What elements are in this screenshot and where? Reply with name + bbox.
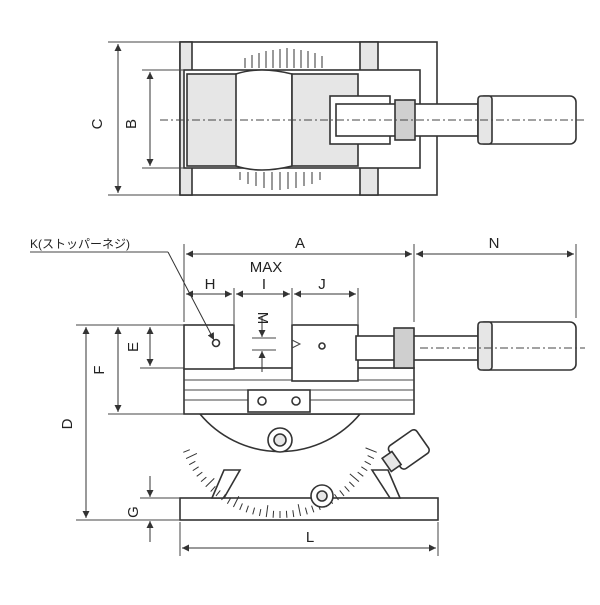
front-fixed-jaw xyxy=(184,325,234,369)
dim-e-label: E xyxy=(125,342,142,352)
swivel-scale-tick xyxy=(186,453,197,458)
front-stopper-screw xyxy=(213,340,220,347)
swivel-scale-tick xyxy=(345,486,350,491)
front-base-foot xyxy=(180,498,438,520)
dim-h-label: H xyxy=(205,276,216,293)
front-moving-jaw-hole xyxy=(319,343,325,349)
swivel-scale-tick xyxy=(366,448,377,452)
front-tilt-lever xyxy=(379,428,431,476)
swivel-scale-tick xyxy=(350,474,359,482)
dim-g-label: G xyxy=(125,506,142,518)
dim-f-label: F xyxy=(91,365,108,374)
dim-max-label: MAX xyxy=(250,259,283,276)
swivel-scale-tick xyxy=(197,472,203,476)
top-view: C B xyxy=(89,42,585,195)
dim-a-label: A xyxy=(295,235,305,252)
swivel-scale-tick xyxy=(201,477,206,482)
front-lower-bolt-head xyxy=(317,491,327,501)
dim-l-label: L xyxy=(306,529,314,546)
swivel-scale-tick xyxy=(340,490,344,496)
dim-j-label: J xyxy=(318,276,326,293)
front-collar xyxy=(394,328,414,368)
stopper-screw-label: K(ストッパーネジ) xyxy=(30,237,130,251)
swivel-scale-tick xyxy=(206,478,215,486)
dim-c-label: C xyxy=(89,118,106,129)
swivel-scale-tick xyxy=(361,467,367,471)
dim-m-label: M xyxy=(254,312,271,325)
dim-b-label: B xyxy=(123,119,140,129)
swivel-scale-tick xyxy=(189,461,195,464)
swivel-scale-tick xyxy=(349,482,354,487)
swivel-scale-tick xyxy=(193,467,199,471)
swivel-scale-tick xyxy=(365,461,371,464)
front-right-leg xyxy=(372,470,400,498)
swivel-scale-tick xyxy=(358,472,364,476)
front-moving-jaw xyxy=(292,325,358,381)
front-handle-grip-end xyxy=(478,322,492,370)
front-left-leg xyxy=(212,470,240,498)
swivel-scale-tick xyxy=(368,456,374,459)
front-cover-screw-left xyxy=(258,397,266,405)
front-view: A N MAX H I J K(ストッパーネジ) M E xyxy=(30,235,585,556)
front-upper-bolt-head xyxy=(274,434,286,446)
front-cover-screw-right xyxy=(292,397,300,405)
dim-n-label: N xyxy=(489,235,500,252)
swivel-scale-tick xyxy=(183,450,190,453)
dim-i-label: I xyxy=(262,276,266,293)
dim-d-label: D xyxy=(59,418,76,429)
